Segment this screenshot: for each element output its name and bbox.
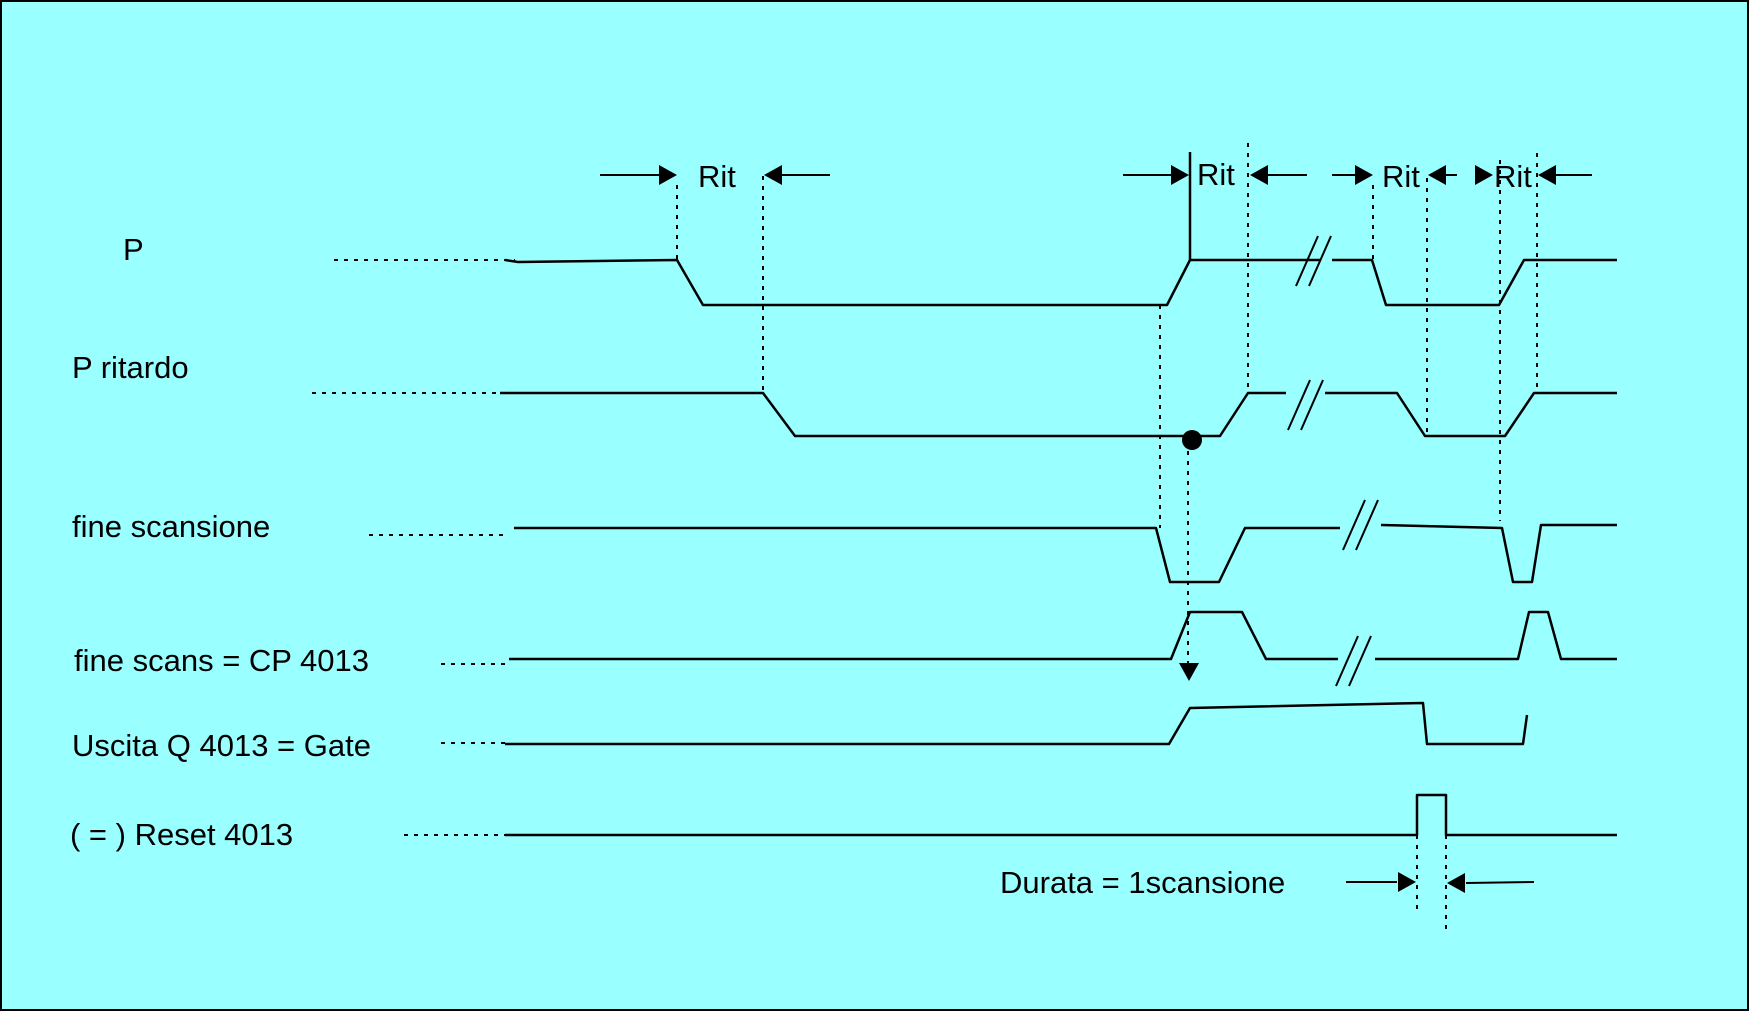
signal-label-p: P [123,232,144,267]
rit-label-1: Rit [698,159,736,194]
waveform-gate [505,701,1529,746]
waveform-cp-4013 [509,610,1617,661]
rit-arrows [600,165,1592,893]
trigger-arrow-head [1179,663,1199,681]
durata-label: Durata = 1scansione [1000,865,1285,900]
waveform-fine-scansione [514,523,1617,584]
signal-label-p-ritardo: P ritardo [72,350,189,385]
signal-label-fine-scansione: fine scansione [72,509,270,544]
waveform-p [504,258,1617,307]
signal-label-reset: ( = ) Reset 4013 [70,817,293,852]
rit-label-2: Rit [1197,157,1235,192]
reference-lines [676,143,1538,930]
lead-in-lines [312,259,515,836]
break-marks [1287,235,1379,687]
rit-label-3: Rit [1382,159,1420,194]
signal-label-gate: Uscita Q 4013 = Gate [72,728,371,763]
rit-label-4: Rit [1494,159,1532,194]
waveform-p-ritardo [500,391,1617,438]
signal-label-cp-4013: fine scans = CP 4013 [74,643,369,678]
waveform-reset [505,793,1617,837]
trigger-point [1182,430,1202,450]
